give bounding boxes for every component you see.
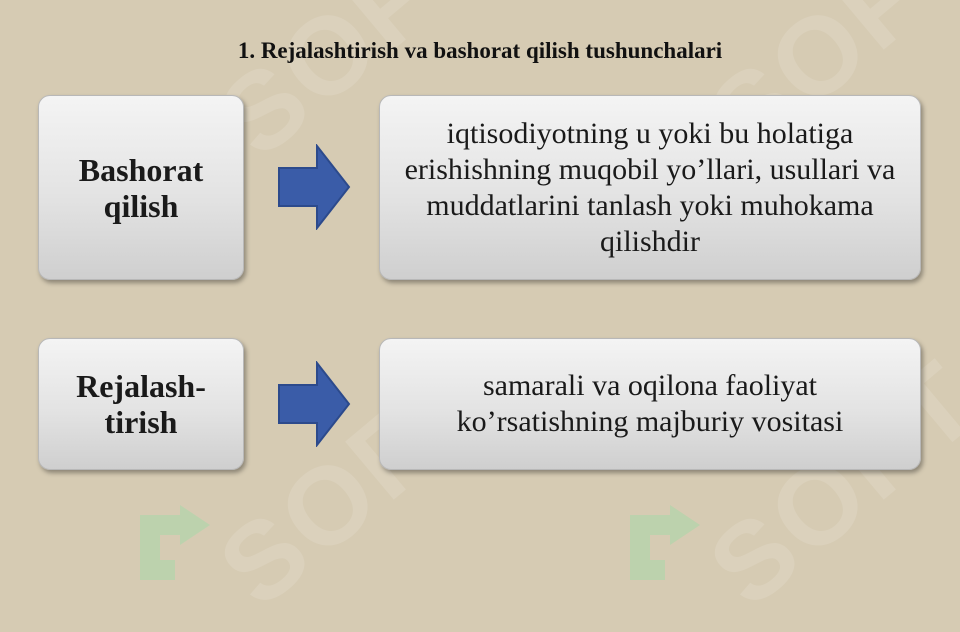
- definition-box-rejalashtirish: samarali va oqilona faoliyat ko’rsatishn…: [379, 338, 921, 470]
- definition-text: iqtisodiyotning u yoki bu holatiga erish…: [404, 116, 896, 258]
- term-label: Rejalash-tirish: [76, 368, 206, 440]
- watermark-logo-icon: [630, 505, 700, 580]
- term-label: Bashorat qilish: [78, 151, 204, 224]
- arrow-right-icon: [278, 144, 351, 230]
- term-box-bashorat: Bashorat qilish: [38, 95, 244, 280]
- definition-box-bashorat: iqtisodiyotning u yoki bu holatiga erish…: [379, 95, 921, 280]
- term-box-rejalashtirish: Rejalash-tirish: [38, 338, 244, 470]
- slide-title: 1. Rejalashtirish va bashorat qilish tus…: [237, 38, 723, 63]
- definition-text: samarali va oqilona faoliyat ko’rsatishn…: [456, 369, 844, 438]
- watermark-logo-icon: [140, 505, 210, 580]
- arrow-right-icon: [278, 361, 351, 447]
